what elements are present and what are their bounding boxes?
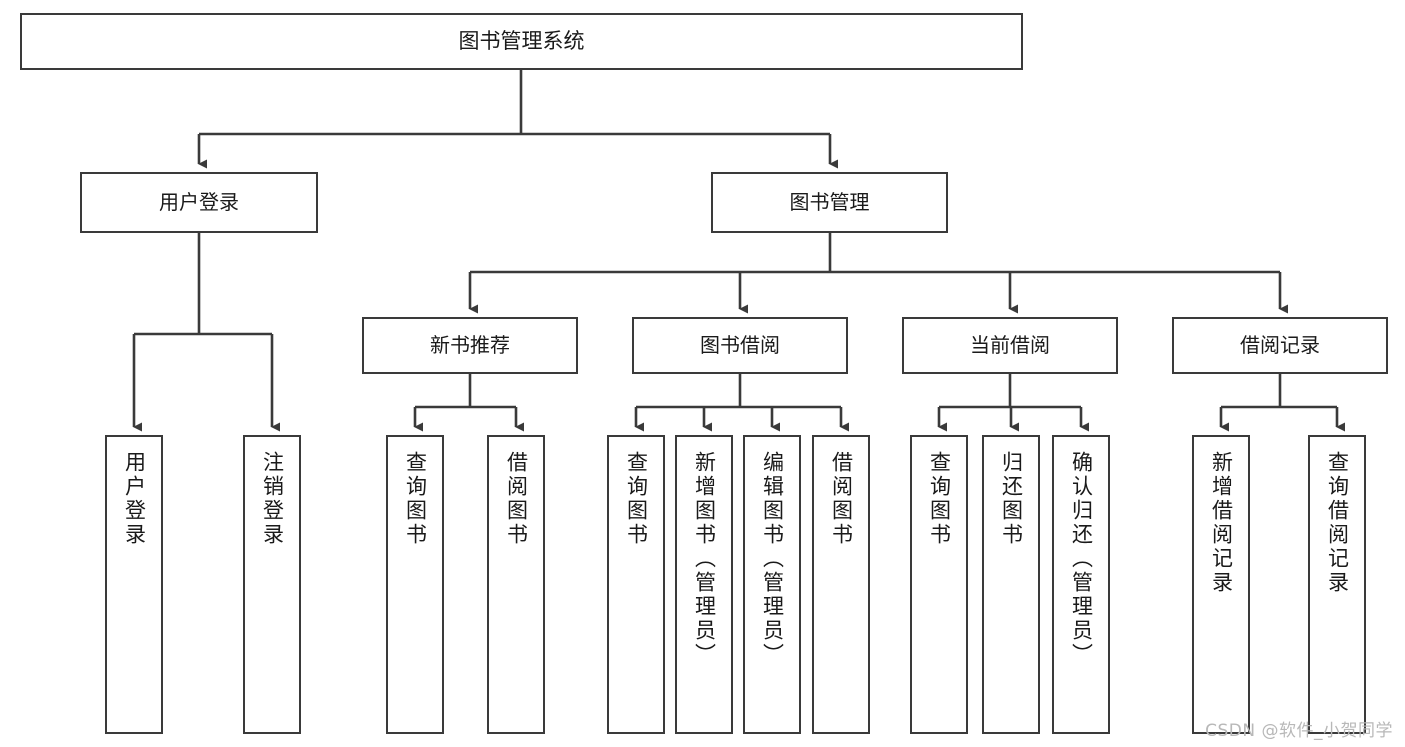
node-label: 确认归还（管理员） [1069, 451, 1094, 667]
node-user-login[interactable]: 用户登录 [80, 172, 318, 233]
node-label: 新增图书（管理员） [692, 451, 717, 667]
node-label: 用户登录 [159, 189, 239, 214]
node-label: 编辑图书（管理员） [760, 451, 785, 667]
node-root-system[interactable]: 图书管理系统 [20, 13, 1023, 70]
node-label: 归还图书 [999, 451, 1024, 547]
leaf-add-book-admin[interactable]: 新增图书（管理员） [675, 435, 733, 734]
node-label: 查询借阅记录 [1325, 451, 1350, 595]
node-label: 新书推荐 [430, 332, 510, 357]
node-label: 查询图书 [624, 451, 649, 547]
node-label: 图书借阅 [700, 332, 780, 357]
node-book-borrow[interactable]: 图书借阅 [632, 317, 848, 374]
node-label: 新增借阅记录 [1209, 451, 1234, 595]
node-borrow-record[interactable]: 借阅记录 [1172, 317, 1388, 374]
csdn-watermark: CSDN @软件_小贺同学 [1205, 721, 1393, 741]
leaf-query-book-recommend[interactable]: 查询图书 [386, 435, 444, 734]
leaf-edit-book-admin[interactable]: 编辑图书（管理员） [743, 435, 801, 734]
node-book-management[interactable]: 图书管理 [711, 172, 948, 233]
leaf-return-book[interactable]: 归还图书 [982, 435, 1040, 734]
node-label: 用户登录 [122, 451, 147, 547]
node-label: 当前借阅 [970, 332, 1050, 357]
leaf-query-borrow-record[interactable]: 查询借阅记录 [1308, 435, 1366, 734]
leaf-query-book-borrow[interactable]: 查询图书 [607, 435, 665, 734]
node-label: 查询图书 [927, 451, 952, 547]
node-label: 借阅图书 [829, 451, 854, 547]
node-label: 借阅记录 [1240, 332, 1320, 357]
node-new-book-recommend[interactable]: 新书推荐 [362, 317, 578, 374]
node-label: 图书管理 [789, 189, 870, 214]
node-current-borrow[interactable]: 当前借阅 [902, 317, 1118, 374]
node-label: 图书管理系统 [458, 29, 585, 54]
node-label: 查询图书 [403, 451, 428, 547]
leaf-borrow-book[interactable]: 借阅图书 [812, 435, 870, 734]
leaf-borrow-book-recommend[interactable]: 借阅图书 [487, 435, 545, 734]
node-label: 借阅图书 [504, 451, 529, 547]
leaf-user-logout[interactable]: 注销登录 [243, 435, 301, 734]
leaf-query-book-current[interactable]: 查询图书 [910, 435, 968, 734]
leaf-add-borrow-record[interactable]: 新增借阅记录 [1192, 435, 1250, 734]
leaf-confirm-return-admin[interactable]: 确认归还（管理员） [1052, 435, 1110, 734]
leaf-user-login[interactable]: 用户登录 [105, 435, 163, 734]
node-label: 注销登录 [260, 451, 285, 547]
